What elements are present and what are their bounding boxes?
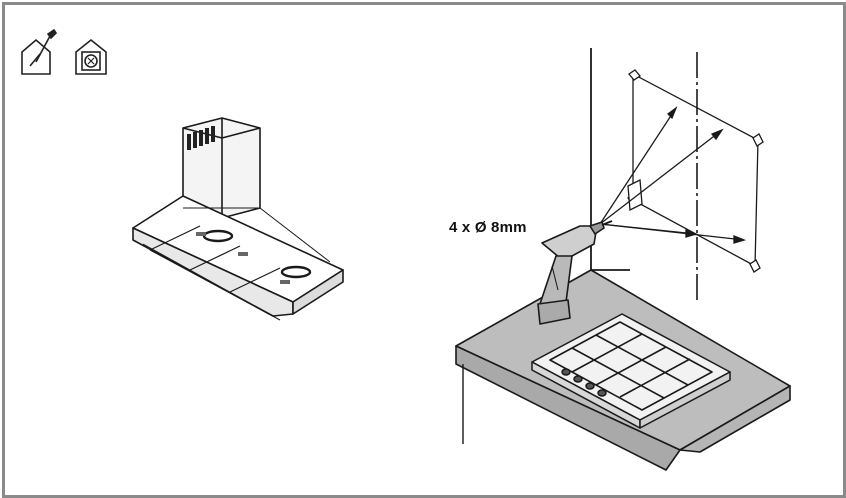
house-hood-icon xyxy=(75,38,107,75)
hob-knobs xyxy=(561,368,607,397)
wall-outline xyxy=(590,48,630,271)
drilling-template xyxy=(627,69,764,273)
power-drill xyxy=(537,220,613,325)
gas-hob xyxy=(531,313,731,429)
house-drill-icon xyxy=(21,28,58,75)
drill-direction-arrows xyxy=(599,106,746,244)
hob-grates xyxy=(549,321,713,411)
chimney-vent-slots xyxy=(187,126,215,150)
drill-spec-label: 4 x Ø 8mm xyxy=(449,219,527,236)
cooker-hood xyxy=(132,117,344,321)
